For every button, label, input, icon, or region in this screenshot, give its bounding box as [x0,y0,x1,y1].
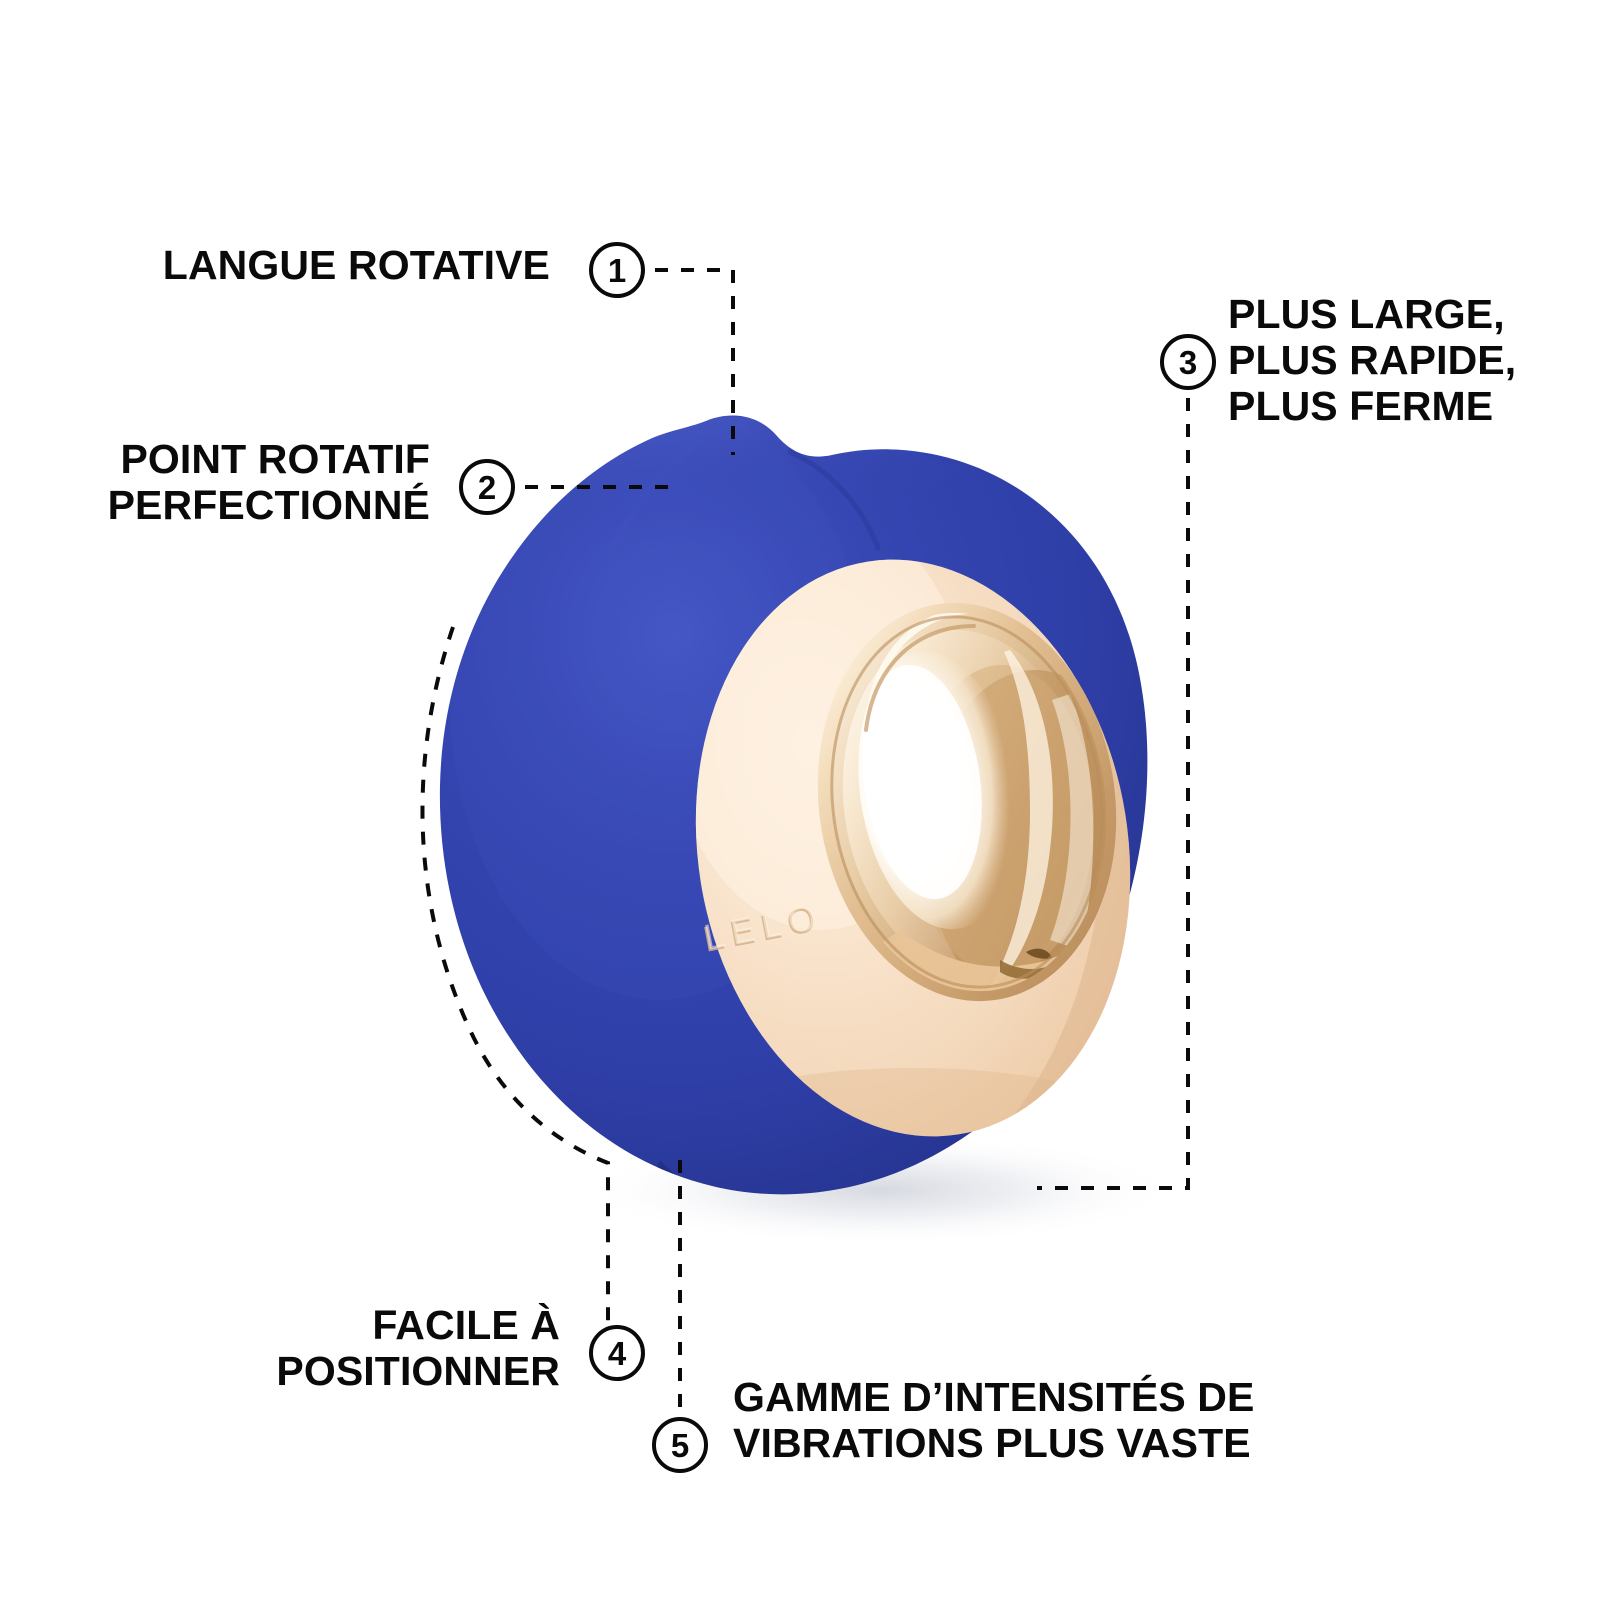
callout-badge-4[interactable]: 4 [589,1325,645,1381]
callout-label-3: PLUS LARGE, PLUS RAPIDE, PLUS FERME [1228,291,1517,429]
callout-label-4: FACILE À POSITIONNER [276,1302,560,1394]
callout-badge-5[interactable]: 5 [652,1417,708,1473]
callout-badge-3[interactable]: 3 [1160,334,1216,390]
callout-label-2: POINT ROTATIF PERFECTIONNÉ [107,436,430,528]
callout-label-5: GAMME D’INTENSITÉS DE VIBRATIONS PLUS VA… [733,1374,1255,1466]
callout-badge-2[interactable]: 2 [459,459,515,515]
callout-label-1: LANGUE ROTATIVE [162,242,550,288]
callout-badge-1[interactable]: 1 [589,242,645,298]
